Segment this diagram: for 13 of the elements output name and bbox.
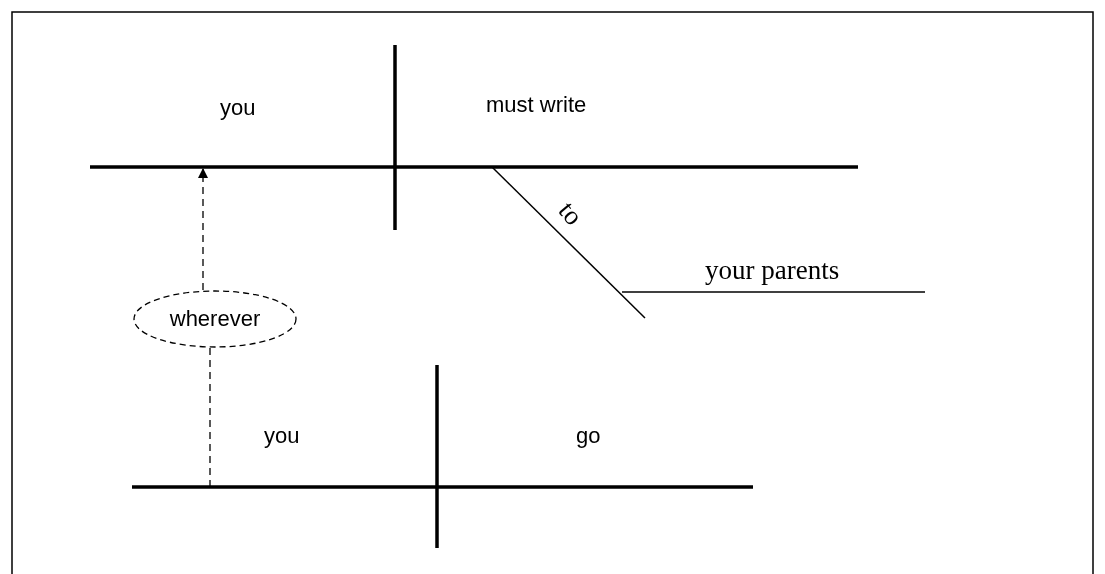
clause-diagram <box>90 45 858 230</box>
word-label: go <box>576 425 601 447</box>
word-label: to <box>553 196 588 231</box>
word-label: you <box>264 425 300 447</box>
clause-diagram <box>132 365 753 548</box>
phrase-diagram <box>492 167 925 318</box>
word-label: must write <box>486 94 587 116</box>
modifier-ellipse <box>133 290 297 348</box>
dashed-arrow <box>198 168 208 291</box>
word-label: your parents <box>705 257 840 284</box>
word-label: wherever <box>168 308 262 330</box>
dashed-line <box>209 347 211 488</box>
word-label: you <box>220 97 256 119</box>
